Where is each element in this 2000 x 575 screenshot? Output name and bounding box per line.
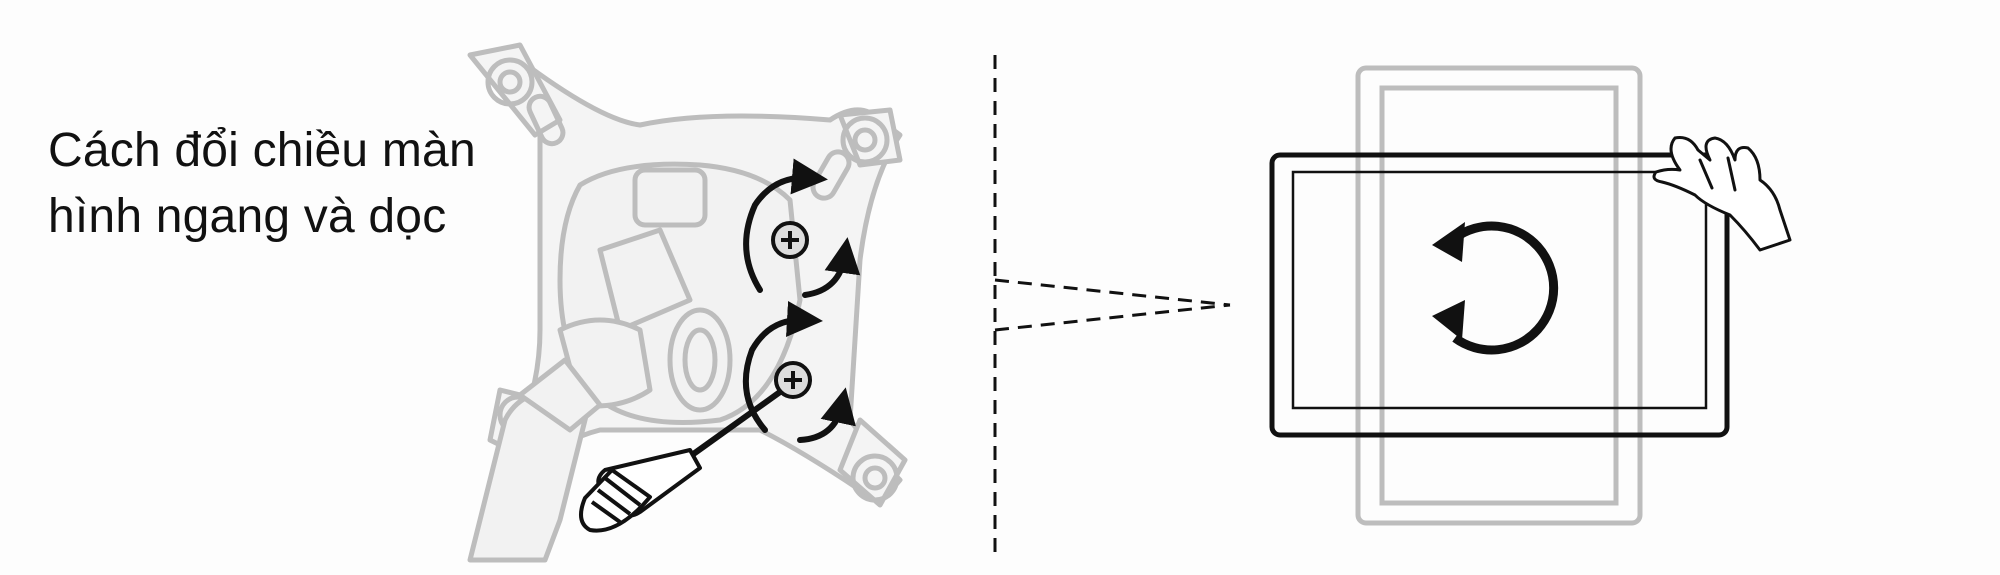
rotate-clockwise-arrow-icon-upper <box>743 158 861 298</box>
title-line-1: Cách đổi chiều màn <box>48 124 476 177</box>
bracket-hole-top-left <box>485 57 566 147</box>
screw-icon-lower <box>774 361 812 399</box>
rotate-counterclockwise-icon <box>1432 221 1559 355</box>
zoom-divider <box>993 55 1231 560</box>
title-line-2: hình ngang và dọc <box>48 190 447 243</box>
screw-icon-upper <box>771 221 809 259</box>
monitor-landscape <box>1269 152 1730 438</box>
screwdriver-icon <box>579 389 782 533</box>
monitor-arm <box>467 317 653 563</box>
bracket-hole-bottom-right <box>850 453 900 503</box>
monitor-portrait-outline <box>1355 65 1643 526</box>
instruction-title: Cách đổi chiều màn hình ngang và dọc <box>48 118 476 250</box>
hand-icon <box>1652 136 1792 252</box>
